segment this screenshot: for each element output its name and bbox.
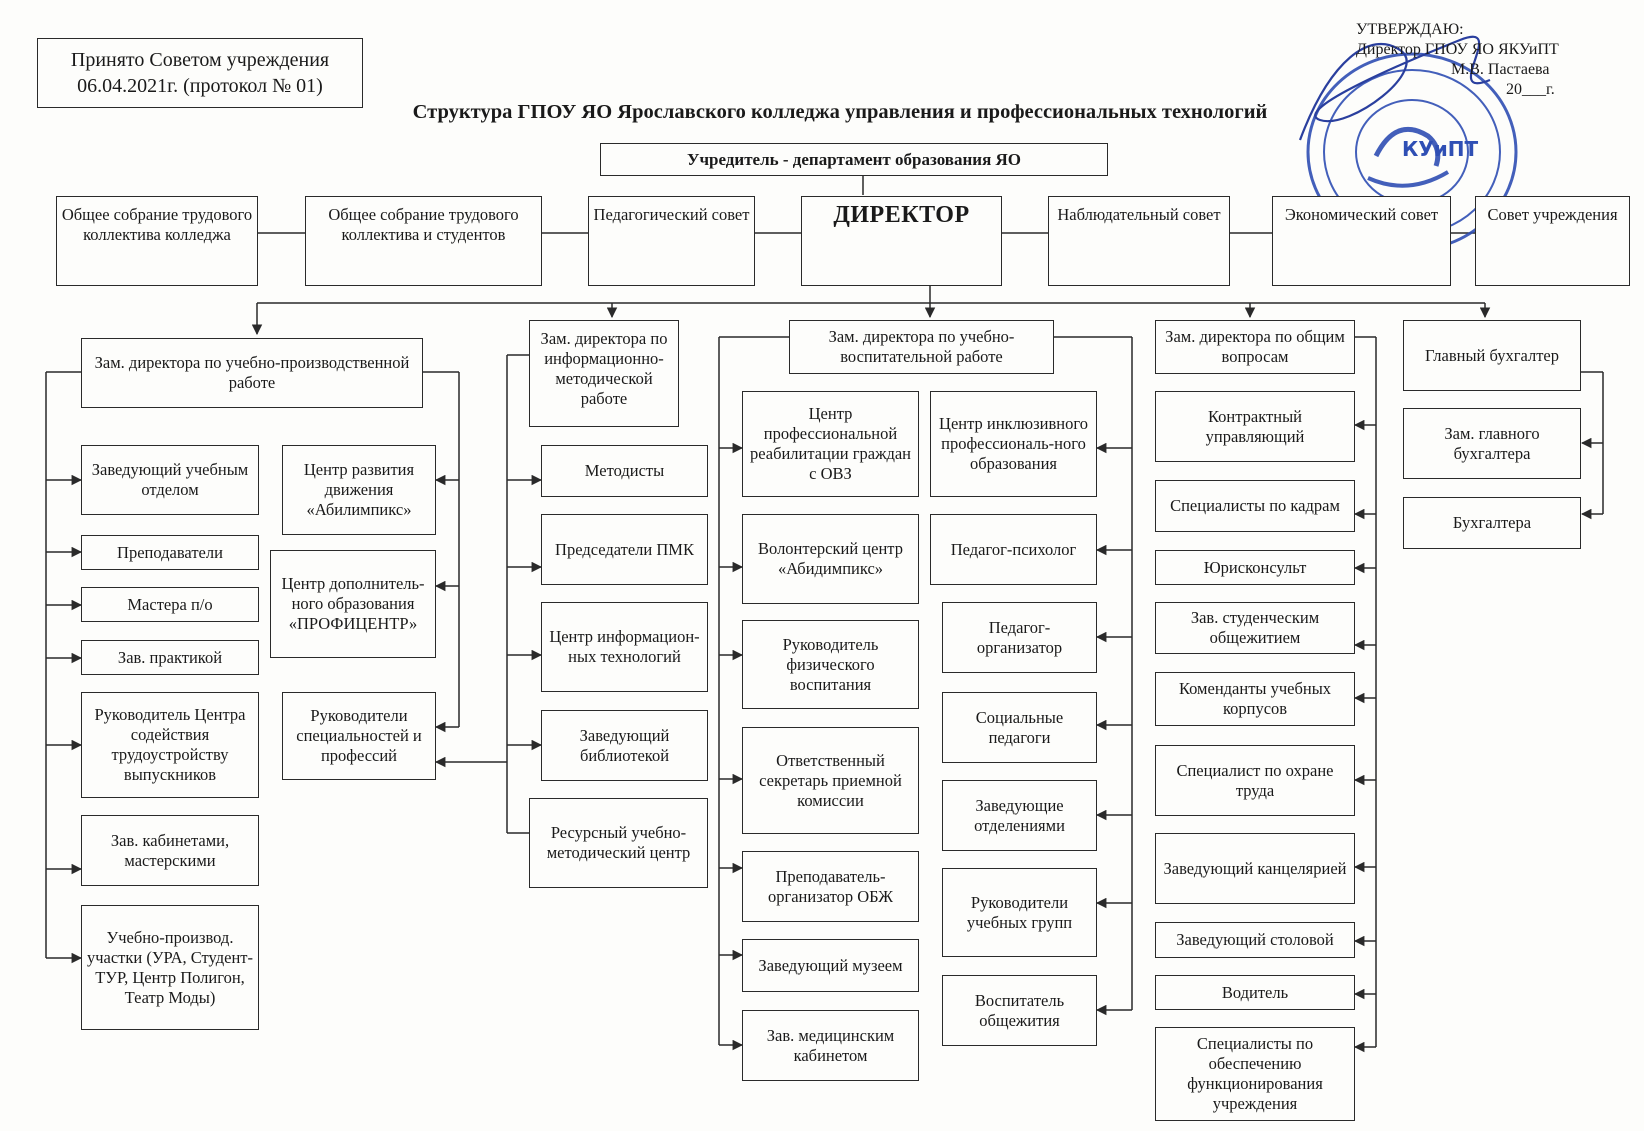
methodical-item-methodists: Методисты	[541, 445, 708, 497]
approval-block: УТВЕРЖДАЮ: Директор ГПОУ ЯО ЯКУиПТ М.В. …	[1356, 20, 1596, 100]
general-item-legal-counsel: Юрисконсульт	[1155, 550, 1355, 585]
production-item-head-of-dept: Заведующий учебным отделом	[81, 445, 259, 515]
production-item-masters: Мастера п/о	[81, 587, 259, 622]
general-item-dormitory-head: Зав. студенческим общежитием	[1155, 602, 1355, 654]
pedagogical-council-box: Педагогический совет	[588, 196, 755, 286]
deputy-general-box: Зам. директора по общим вопросам	[1155, 320, 1355, 374]
general-item-canteen-head: Заведующий столовой	[1155, 922, 1355, 958]
page-title: Структура ГПОУ ЯО Ярославского колледжа …	[412, 101, 1268, 123]
educational-item-department-heads: Заведующие отделениями	[942, 780, 1097, 851]
educational-item-medical-cabinet: Зав. медицинским кабинетом	[742, 1010, 919, 1081]
educational-item-museum-head: Заведующий музеем	[742, 939, 919, 992]
approve-line-3: М.В. Пастаева	[1451, 61, 1550, 78]
educational-item-rehab-center: Центр профессиональной реабилитации граж…	[742, 391, 919, 497]
institution-council-box: Совет учреждения	[1475, 196, 1630, 286]
educational-item-organizer: Педагог-организатор	[942, 602, 1097, 673]
general-item-hr-specialists: Специалисты по кадрам	[1155, 480, 1355, 532]
methodical-item-library-head: Заведующий библиотекой	[541, 710, 708, 781]
educational-item-dorm-educator: Воспитатель общежития	[942, 975, 1097, 1046]
educational-item-admissions-secretary: Ответственный секретарь приемной комисси…	[742, 727, 919, 834]
supervisory-board-box: Наблюдательный совет	[1048, 196, 1230, 286]
methodical-item-it-center: Центр информацион-ных технологий	[541, 602, 708, 692]
adopted-line-2: 06.04.2021г. (протокол № 01)	[77, 75, 323, 97]
deputy-educational-box: Зам. директора по учебно-воспитательной …	[789, 320, 1054, 374]
production-item-employment-center: Руководитель Центра содействия трудоустр…	[81, 692, 259, 798]
director-signature	[1298, 35, 1491, 141]
general-item-office-head: Заведующий канцелярией	[1155, 833, 1355, 904]
founder-box: Учредитель - департамент образования ЯО	[600, 143, 1108, 176]
production-item-specialty-heads: Руководители специальностей и профессий	[282, 692, 436, 780]
general-item-building-commandants: Коменданты учебных корпусов	[1155, 672, 1355, 726]
general-meeting-students-box: Общее собрание трудового коллектива и ст…	[305, 196, 542, 286]
accounting-item-deputy-chief: Зам. главного бухгалтера	[1403, 408, 1581, 479]
director-box: ДИРЕКТОР	[801, 196, 1002, 286]
general-meeting-college-box: Общее собрание трудового коллектива колл…	[56, 196, 258, 286]
educational-item-obzh-teacher: Преподаватель-организатор ОБЖ	[742, 851, 919, 922]
approve-line-4: 20___г.	[1506, 81, 1555, 98]
production-item-production-sites: Учебно-производ. участки (УРА, Студент-Т…	[81, 905, 259, 1030]
educational-item-pe-head: Руководитель физического воспитания	[742, 620, 919, 709]
educational-item-volunteer-center: Волонтерский центр «Абидимпикс»	[742, 514, 919, 604]
general-item-driver: Водитель	[1155, 975, 1355, 1010]
educational-item-psychologist: Педагог-психолог	[930, 514, 1097, 585]
deputy-methodical-box: Зам. директора по информационно-методиче…	[529, 320, 679, 427]
adopted-by-council-note: Принято Советом учреждения 06.04.2021г. …	[37, 38, 363, 108]
stamp-text: КУиПТ	[1402, 137, 1479, 161]
production-item-practice: Зав. практикой	[81, 640, 259, 675]
general-item-contract-manager: Контрактный управляющий	[1155, 391, 1355, 462]
approve-line-1: УТВЕРЖДАЮ:	[1356, 21, 1464, 38]
educational-item-social-pedagogues: Социальные педагоги	[942, 692, 1097, 763]
chief-accountant-box: Главный бухгалтер	[1403, 320, 1581, 391]
production-item-profcenter: Центр дополнитель-ного образования «ПРОФ…	[270, 550, 436, 658]
production-item-abilympics-center: Центр развития движения «Абилимпикс»	[282, 445, 436, 535]
methodical-item-pmk-chairs: Председатели ПМК	[541, 514, 708, 585]
deputy-production-box: Зам. директора по учебно-производственно…	[81, 338, 423, 408]
approve-line-2: Директор ГПОУ ЯО ЯКУиПТ	[1356, 41, 1559, 58]
general-item-labor-safety: Специалист по охране труда	[1155, 745, 1355, 816]
educational-item-inclusive-center: Центр инклюзивного профессиональ-ного об…	[930, 391, 1097, 497]
general-item-operations-specialists: Специалисты по обеспечению функционирова…	[1155, 1027, 1355, 1121]
methodical-item-resource-center: Ресурсный учебно-методический центр	[529, 798, 708, 888]
adopted-line-1: Принято Советом учреждения	[70, 49, 330, 71]
accounting-item-accountants: Бухгалтера	[1403, 497, 1581, 549]
educational-item-group-leaders: Руководители учебных групп	[942, 868, 1097, 957]
economic-council-box: Экономический совет	[1272, 196, 1451, 286]
production-item-cabinets: Зав. кабинетами, мастерскими	[81, 815, 259, 886]
production-item-teachers: Преподаватели	[81, 535, 259, 570]
